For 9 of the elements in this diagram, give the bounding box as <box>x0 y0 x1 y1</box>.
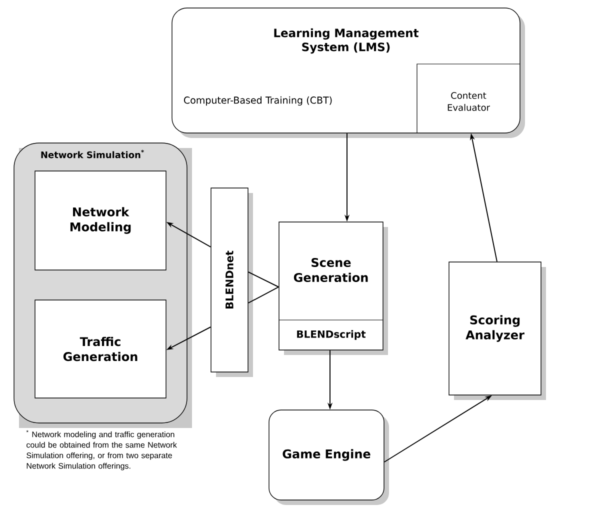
connector <box>248 272 280 304</box>
process-box: Traffic Generation <box>34 300 166 398</box>
compartment-box: BLENDscript <box>278 320 384 340</box>
process-box: Game Engine <box>268 410 389 505</box>
process-box: Scoring Analyzer <box>448 262 546 400</box>
compartment-box: Content Evaluator <box>416 64 520 134</box>
footnote: $^{*}$ Network modeling and traffic generation could be obtained from the same Network Simulation offering, or from two separate Network Simulation offerings. <box>26 430 177 470</box>
interface-bar: BLENDnet <box>210 188 253 377</box>
process-box: Network Modeling <box>34 170 166 270</box>
